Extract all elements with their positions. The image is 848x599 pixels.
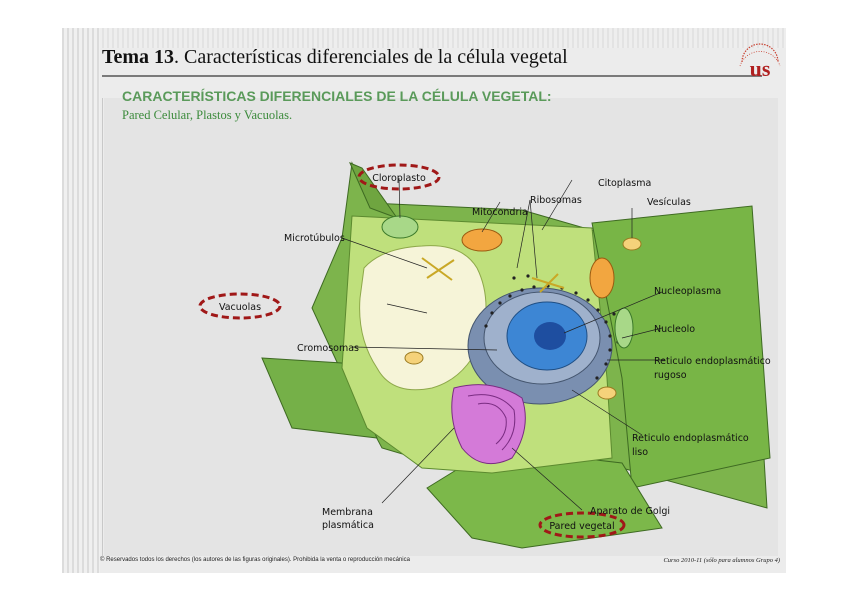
label-membrana-2: plasmática xyxy=(322,520,374,531)
label-nucleoplasma: Nucleoplasma xyxy=(654,286,721,297)
golgi-apparatus xyxy=(451,384,526,465)
highlight-pared xyxy=(538,511,626,539)
label-vesiculas: Vesículas xyxy=(647,197,691,208)
label-cromosomas: Cromosomas xyxy=(297,343,359,354)
label-reticulo-rugoso-1: Reticulo endoplasmático xyxy=(654,356,771,367)
title-underline xyxy=(102,75,762,77)
label-microtubulos: Microtúbulos xyxy=(284,233,345,244)
label-cloroplasto: Cloroplasto xyxy=(372,173,426,184)
decorative-stripes xyxy=(62,28,100,573)
section-subheading: Pared Celular, Plastos y Vacuolas. xyxy=(122,108,293,122)
slide: Tema 13. Características diferenciales d… xyxy=(62,28,786,573)
footer-course: Curso 2010-11 (sólo para alumnos Grupo 4… xyxy=(663,557,780,564)
highlight-vacuolas xyxy=(198,292,282,320)
vesicle-top-right xyxy=(622,237,642,251)
vesicle-bottom xyxy=(597,386,617,400)
highlight-rings xyxy=(198,163,626,539)
section-heading: CARACTERÍSTICAS DIFERENCIALES DE LA CÉLU… xyxy=(122,88,552,104)
chloroplast-top xyxy=(381,215,419,239)
university-logo: us xyxy=(739,43,781,81)
label-nucleolo: Nucleolo xyxy=(654,324,695,335)
label-pared: Pared vegetal xyxy=(549,521,614,532)
highlight-cloroplasto xyxy=(357,163,441,191)
chloroplast-right xyxy=(614,307,634,349)
decorative-stripes-top xyxy=(62,28,786,48)
label-citoplasma: Citoplasma xyxy=(598,178,651,189)
label-reticulo-liso-2: liso xyxy=(632,447,648,458)
label-ribosomas: Ribosomas xyxy=(530,195,582,206)
title-number: Tema 13 xyxy=(102,46,175,68)
divider xyxy=(102,98,103,556)
cell-wall-right xyxy=(591,205,771,489)
mitochondria-right xyxy=(589,257,615,299)
page-title: Tema 13. Características diferenciales d… xyxy=(102,46,568,69)
logo-mark: us xyxy=(750,56,771,81)
label-membrana-1: Membrana xyxy=(322,507,373,518)
vesicle-left xyxy=(404,351,424,365)
mitochondria-top xyxy=(461,228,503,252)
label-golgi: Aparato de Golgi xyxy=(590,506,670,517)
nucleolus xyxy=(534,322,566,350)
label-mitocondria: Mitocondria xyxy=(472,207,528,218)
label-vacuolas: Vacuolas xyxy=(219,302,261,313)
leader-lines xyxy=(341,177,665,511)
footer-copyright: © Reservados todos los derechos (los aut… xyxy=(100,557,410,563)
microtubules xyxy=(421,257,565,293)
title-text: . Características diferenciales de la cé… xyxy=(174,46,568,68)
plant-cell-diagram: Cloroplasto Citoplasma Ribosomas Mitocon… xyxy=(198,161,771,549)
label-reticulo-rugoso-2: rugoso xyxy=(654,370,687,381)
label-reticulo-liso-1: Reticulo endoplasmático xyxy=(632,433,749,444)
